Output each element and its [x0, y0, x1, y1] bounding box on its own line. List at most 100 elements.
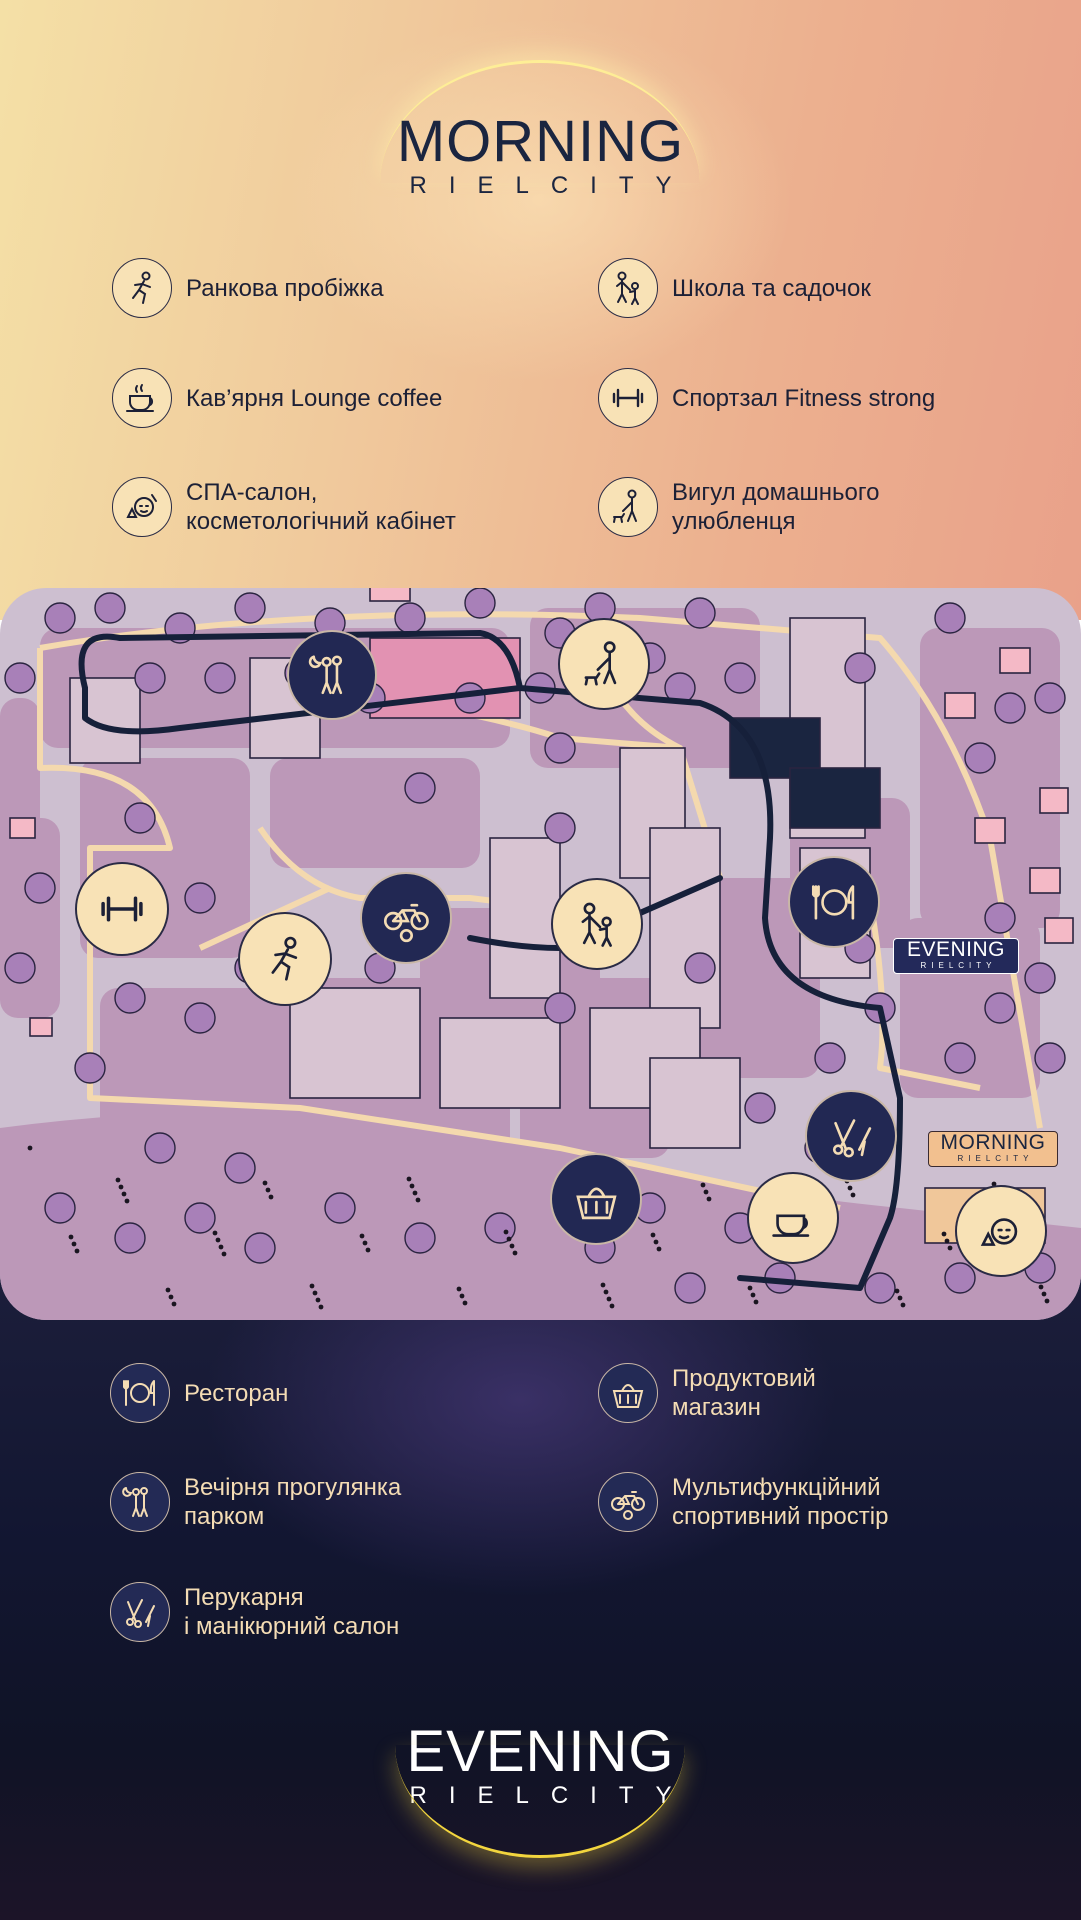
map-bush-dot [215, 1237, 221, 1243]
map-bush-dot [262, 1180, 268, 1186]
map-pin-evening-walk[interactable] [287, 630, 377, 720]
morning-logo-subtitle: RIELCITY [409, 172, 694, 199]
map-bush-dot [512, 1250, 518, 1256]
map-bush-dot [115, 1177, 121, 1183]
map-pin-restaurant[interactable] [788, 856, 880, 948]
map-building [649, 827, 721, 1029]
amenity-label: Ранкова пробіжка [186, 274, 384, 302]
map-bush-dot [315, 1297, 321, 1303]
map-bush-dot [359, 1233, 365, 1239]
map-bush-dot [124, 1198, 130, 1204]
map-building [489, 837, 561, 999]
amenity-hair-salon: Перукарня і манікюрний салон [110, 1582, 399, 1642]
map-tree [1034, 682, 1066, 714]
map-pin-school[interactable] [551, 878, 643, 970]
map-bush-dot [1044, 1298, 1050, 1304]
map-bush-dot [944, 1238, 950, 1244]
amenity-label: Школа та садочок [672, 274, 871, 302]
map-building [289, 987, 421, 1099]
map-route [82, 685, 523, 735]
map-tree [684, 597, 716, 629]
map-bush-dot [74, 1248, 80, 1254]
map-tree [1034, 1042, 1066, 1074]
map-building [439, 1017, 561, 1109]
map-pin-sport-space[interactable] [360, 872, 452, 964]
amenity-evening-walk: Вечірня прогулянка парком [110, 1472, 401, 1532]
amenity-school: Школа та садочок [598, 258, 871, 318]
map-building [29, 1017, 53, 1037]
map-tree [324, 1192, 356, 1224]
map-block [0, 818, 60, 1018]
map-tree [984, 902, 1016, 934]
map-tree [674, 1272, 706, 1304]
map-pin-gym[interactable] [75, 862, 169, 956]
map-bush-dot [753, 1299, 759, 1305]
sunset-arc [395, 1745, 685, 1858]
map-pin-grocery[interactable] [550, 1153, 642, 1245]
amenity-label: Вигул домашнього улюбленця [672, 479, 880, 535]
map-tree [544, 812, 576, 844]
map-pin-coffee[interactable] [747, 1172, 839, 1264]
amenity-spa: СПА-салон, косметологічний кабінет [112, 477, 456, 537]
map-tree [984, 992, 1016, 1024]
running-person-icon [112, 258, 172, 318]
couple-walk-night-icon [110, 1472, 170, 1532]
parent-with-child-icon [598, 258, 658, 318]
map-pin-hair-salon[interactable] [805, 1090, 897, 1182]
map-bush-dot [362, 1240, 368, 1246]
map-bush-dot [68, 1234, 74, 1240]
map-tree [484, 1212, 516, 1244]
amenity-gym: Спортзал Fitness strong [598, 368, 935, 428]
map-bush-dot [609, 1303, 615, 1309]
map-bush-dot [265, 1187, 271, 1193]
map-pin-morning-run[interactable] [238, 912, 332, 1006]
map-bush-dot [897, 1295, 903, 1301]
map-tree [964, 742, 996, 774]
map-building [69, 677, 141, 764]
map-bush-dot [459, 1293, 465, 1299]
amenity-restaurant: Ресторан [110, 1363, 288, 1423]
map-tree [544, 732, 576, 764]
map-tree [864, 1272, 896, 1304]
map-tree [934, 602, 966, 634]
map-evening-tag: EVENING RIELCITY [893, 938, 1019, 974]
map-tree [4, 662, 36, 694]
map-tree [234, 592, 266, 624]
map-pin-spa[interactable] [955, 1185, 1047, 1277]
map-bush-dot [412, 1190, 418, 1196]
map-tree [184, 882, 216, 914]
bicycle-ball-icon [598, 1472, 658, 1532]
map-tree [184, 1002, 216, 1034]
map-bush-dot [706, 1196, 712, 1202]
map-tree [404, 1222, 436, 1254]
map-building [1039, 787, 1069, 814]
map-tree [464, 588, 496, 619]
map-pin-dog-walk[interactable] [558, 618, 650, 710]
map-bush-dot [218, 1244, 224, 1250]
map-bush-dot [603, 1289, 609, 1295]
map-bush-dot [221, 1251, 227, 1257]
map-bush-dot [121, 1191, 127, 1197]
amenity-grocery: Продуктовий магазин [598, 1363, 816, 1423]
map-tree [204, 662, 236, 694]
map-tree [944, 1262, 976, 1294]
map-bush-dot [165, 1287, 171, 1293]
map-tree [744, 1092, 776, 1124]
map-tree [994, 692, 1026, 724]
map-bush-dot [947, 1245, 953, 1251]
amenity-label: Продуктовий магазин [672, 1365, 816, 1421]
map-building [789, 767, 881, 829]
map-tree [944, 1042, 976, 1074]
map-bush-dot [312, 1290, 318, 1296]
map-bush-dot [27, 1145, 33, 1151]
map-tree [394, 602, 426, 634]
map-footpath [257, 826, 631, 921]
map-bush-dot [318, 1304, 324, 1310]
map-tree [124, 802, 156, 834]
map-building [974, 817, 1006, 844]
map-tree [724, 662, 756, 694]
map-bush-dot [1041, 1291, 1047, 1297]
map-tree [144, 1132, 176, 1164]
amenity-sport-space: Мультифункційний спортивний простір [598, 1472, 888, 1532]
map-tree [94, 592, 126, 624]
